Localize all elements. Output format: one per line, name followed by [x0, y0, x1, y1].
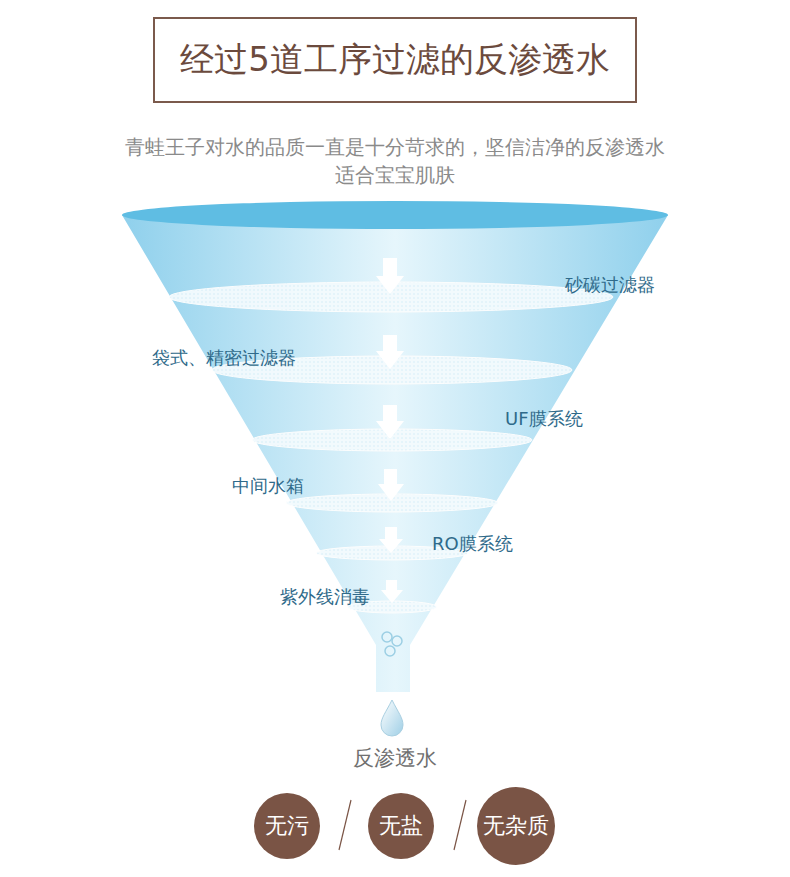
- stage-label: 紫外线消毒: [280, 585, 370, 609]
- stage-label: 砂碳过滤器: [565, 273, 655, 297]
- badge-text: 无污: [265, 811, 309, 841]
- stage-label: 中间水箱: [232, 474, 304, 498]
- badge-circle: 无污: [254, 793, 320, 859]
- output-label: 反渗透水: [353, 744, 437, 772]
- badge-circle: 无杂质: [477, 787, 555, 865]
- stage-label: RO膜系统: [432, 532, 513, 556]
- intro-note: 青蛙王子对水的品质一直是十分苛求的，坚信洁净的反渗透水 适合宝宝肌肤: [115, 133, 675, 189]
- badge-text: 无杂质: [483, 811, 549, 841]
- badge-text: 无盐: [379, 811, 423, 841]
- title-text: 经过5道工序过滤的反渗透水: [180, 37, 610, 83]
- stage-label: UF膜系统: [505, 407, 583, 431]
- badge-circle: 无盐: [368, 793, 434, 859]
- stage-label: 袋式、精密过滤器: [152, 346, 296, 370]
- title-box: 经过5道工序过滤的反渗透水: [153, 17, 637, 103]
